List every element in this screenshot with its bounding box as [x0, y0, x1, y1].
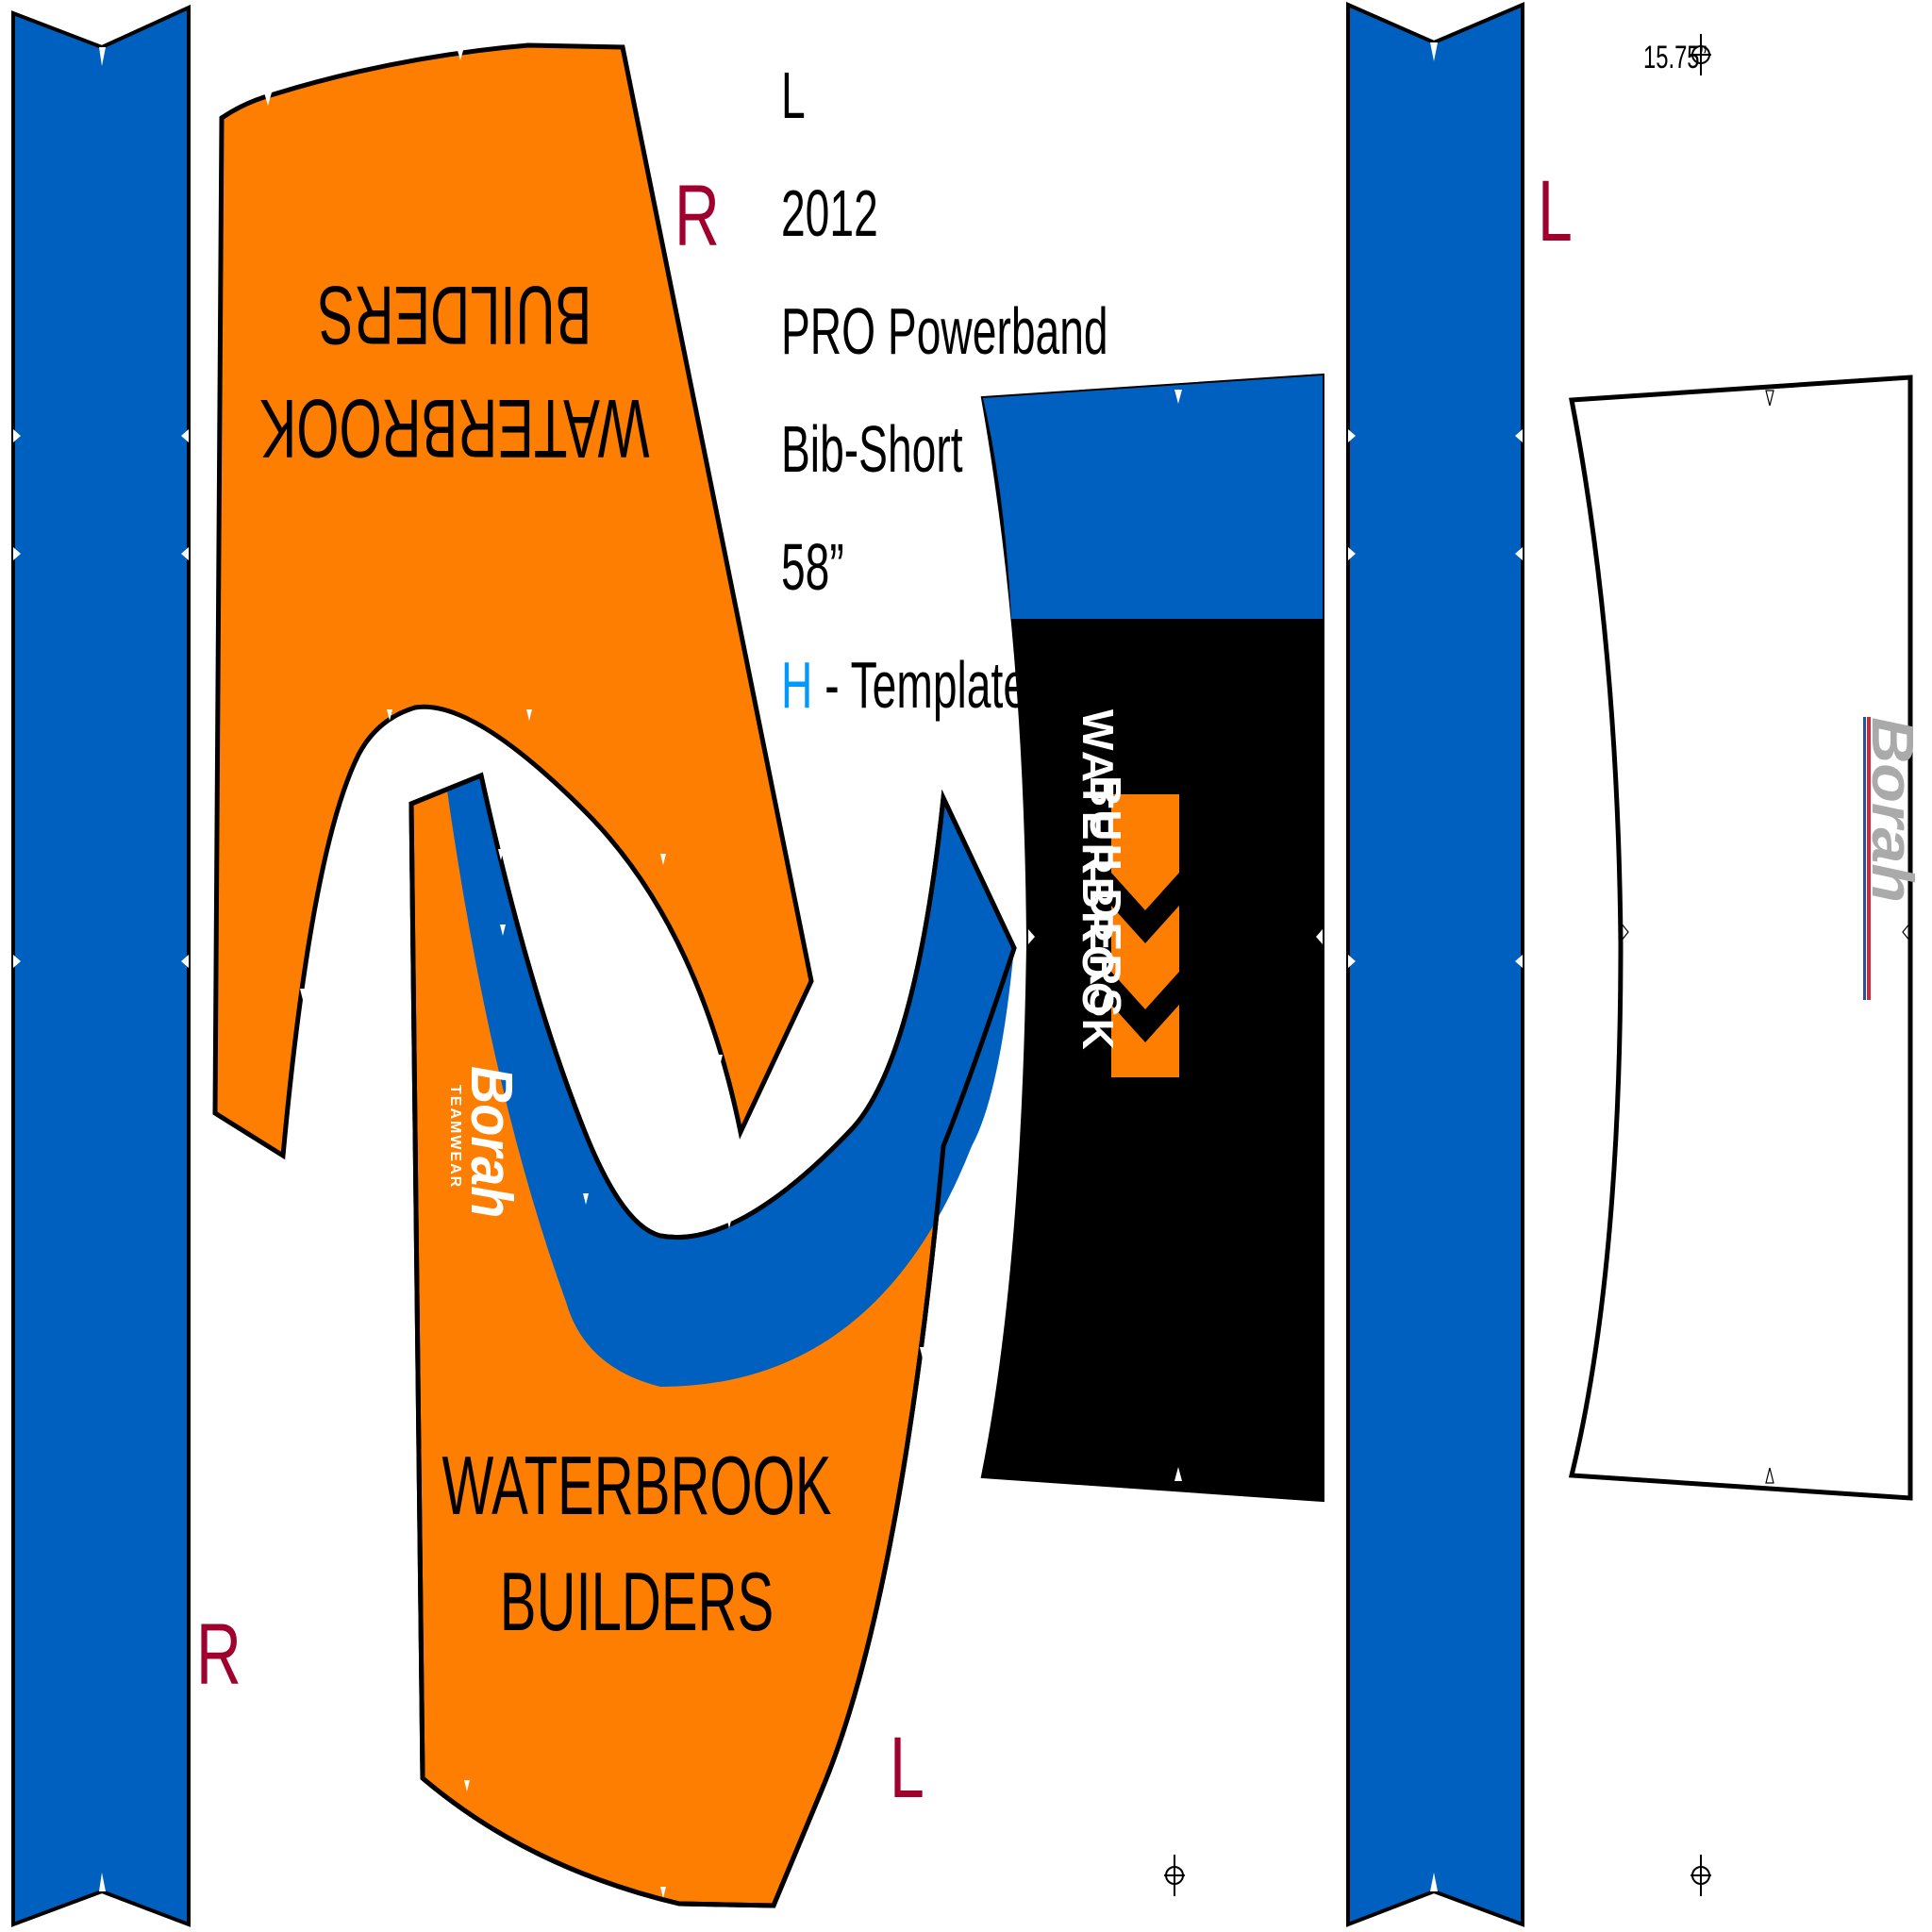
brand-upper-line2: BUILDERS: [318, 269, 591, 361]
borah-logo-sub: TEAMWEAR: [447, 1085, 463, 1189]
borah-logo-icon: Borah TEAMWEAR: [447, 1066, 524, 1218]
spec-length: 58”: [781, 529, 844, 604]
right-blue-strip-panel: [1346, 1, 1524, 1927]
spec-template-letter: H: [781, 647, 812, 722]
upper-orange-leg-panel: [212, 42, 814, 1160]
borah-logo-icon: [1863, 717, 1871, 1000]
left-blue-strip-panel: [11, 4, 191, 1927]
side-label-orange-bottom: L: [890, 1718, 924, 1815]
registration-mark-icon: [1164, 34, 1711, 1896]
brand-vertical-line1: WATERBROOK: [1074, 709, 1123, 1053]
borah-logo-word: Borah: [458, 1066, 523, 1218]
brand-vertical-line2: BUILDERS: [1081, 775, 1130, 1020]
measure-label: 15.75”: [1643, 40, 1707, 75]
brand-lower-line1: WATERBROOK: [442, 1440, 832, 1532]
white-back-panel: [1568, 375, 1913, 1501]
spec-size: L: [781, 58, 806, 132]
lower-orange-leg-panel: [408, 772, 1017, 1908]
svg-text:H - Template: H - Template: [781, 647, 1027, 722]
brand-lower-line2: BUILDERS: [500, 1556, 774, 1648]
spec-template-label: - Template: [812, 647, 1027, 722]
side-label-left-strip: R: [196, 1605, 242, 1702]
borah-logo-word-grey: Borah: [1860, 717, 1925, 903]
brand-upper-line1: WATERBROOK: [260, 382, 650, 475]
spec-year: 2012: [781, 175, 878, 250]
spec-product: PRO Powerband: [781, 293, 1108, 368]
spec-style: Bib-Short: [781, 411, 963, 486]
side-label-orange-top: R: [675, 166, 720, 263]
side-label-right-strip: L: [1538, 161, 1573, 258]
